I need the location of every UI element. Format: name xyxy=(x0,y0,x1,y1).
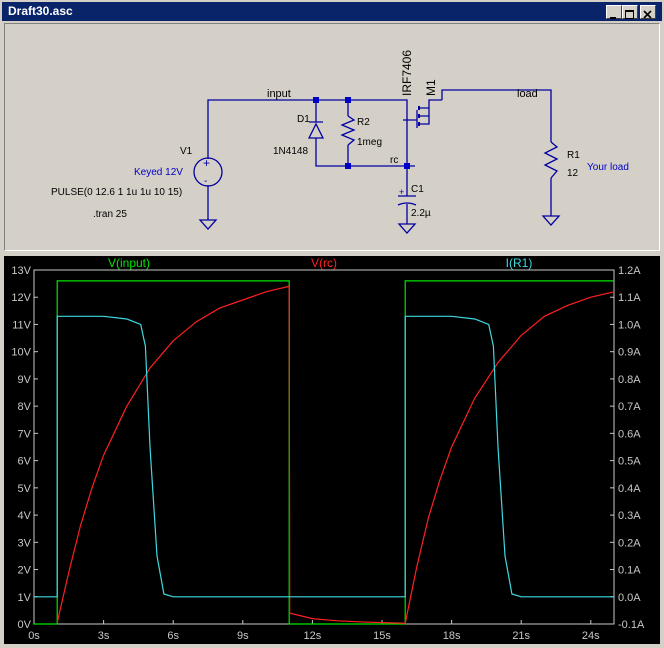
wire-input xyxy=(207,99,408,159)
trace-v-input[interactable] xyxy=(34,280,614,625)
x-tick-label: 12s xyxy=(304,630,322,642)
right-tick-label: 0.4A xyxy=(618,483,641,495)
legend-label[interactable]: I(R1) xyxy=(506,256,533,270)
plot-frame xyxy=(33,269,615,625)
right-tick-label: 0.9A xyxy=(618,347,641,359)
right-tick-label: 0.7A xyxy=(618,401,641,413)
left-axis: 0V 1V 2V 3V 4V 5V 6V 7V 8V 9V 10V 11V 12V 13V xyxy=(11,265,38,631)
capacitor-c1[interactable] xyxy=(397,195,417,206)
v1-name: V1 xyxy=(180,146,193,157)
x-tick-label: 0s xyxy=(28,630,40,642)
wire-gate xyxy=(403,110,418,128)
source-v1[interactable]: + - xyxy=(193,156,223,187)
x-tick-label: 6s xyxy=(167,630,179,642)
right-tick-label: 1.0A xyxy=(618,319,641,331)
m1-value: IRF7406 xyxy=(400,50,414,96)
left-tick-label: 11V xyxy=(12,319,31,331)
wire-d1 xyxy=(315,100,415,167)
window-title: Draft30.asc xyxy=(8,4,73,18)
resistor-r1[interactable] xyxy=(543,141,559,179)
x-tick-label: 18s xyxy=(443,630,461,642)
resistor-r2[interactable] xyxy=(340,115,356,146)
legend-label[interactable]: V(input) xyxy=(108,256,150,270)
trace-legend[interactable]: V(input) V(rc) I(R1) xyxy=(108,256,532,270)
title-bar[interactable]: Draft30.asc xyxy=(2,2,662,21)
left-tick-label: 4V xyxy=(18,510,32,522)
r2-value: 1meg xyxy=(357,137,382,148)
right-tick-label: 0.8A xyxy=(618,374,641,386)
schematic-pane[interactable]: + - + input load rc xyxy=(4,23,660,251)
right-tick-label: 0.1A xyxy=(618,565,641,577)
right-tick-label: 1.1A xyxy=(618,292,641,304)
svg-text:+: + xyxy=(203,156,210,170)
x-axis: 0s 3s 6s 9s 12s 15s 18s 21s 24s xyxy=(28,620,600,642)
minimize-button[interactable] xyxy=(606,5,622,19)
tran-directive[interactable]: .tran 25 xyxy=(93,209,127,220)
x-tick-label: 21s xyxy=(512,630,530,642)
net-label-input: input xyxy=(267,88,291,100)
close-icon xyxy=(643,10,652,19)
right-axis: -0.1A 0.0A 0.1A 0.2A 0.3A 0.4A 0.5A 0.6A 0.7A 0.8… xyxy=(610,265,645,631)
legend-label[interactable]: V(rc) xyxy=(311,256,337,270)
left-tick-label: 10V xyxy=(11,347,31,359)
left-tick-label: 7V xyxy=(18,428,32,440)
close-button[interactable] xyxy=(640,5,656,19)
left-tick-label: 13V xyxy=(11,265,31,277)
c1-polarity: + xyxy=(399,187,404,197)
ground-symbols xyxy=(198,215,561,234)
right-tick-label: -0.1A xyxy=(618,619,645,631)
left-tick-label: 9V xyxy=(18,374,32,386)
left-tick-label: 6V xyxy=(18,456,32,468)
net-label-rc: rc xyxy=(390,155,398,166)
d1-value: 1N4148 xyxy=(273,146,308,157)
wire-load xyxy=(441,89,552,216)
trace-v-rc[interactable] xyxy=(56,285,615,624)
svg-text:-: - xyxy=(204,176,207,187)
x-tick-label: 24s xyxy=(582,630,600,642)
maximize-icon xyxy=(625,10,634,19)
left-tick-label: 1V xyxy=(18,592,32,604)
traces xyxy=(34,280,615,625)
diode-d1[interactable] xyxy=(307,121,325,139)
c1-name: C1 xyxy=(411,184,424,195)
left-tick-label: 2V xyxy=(18,565,32,577)
right-tick-label: 0.3A xyxy=(618,510,641,522)
r1-label: Your load xyxy=(587,162,629,173)
x-tick-label: 3s xyxy=(98,630,110,642)
junctions xyxy=(313,97,410,169)
v1-source: PULSE(0 12.6 1 1u 1u 10 15) xyxy=(51,187,182,198)
trace-i-r1[interactable] xyxy=(34,315,614,598)
r2-name: R2 xyxy=(357,117,370,128)
v1-label: Keyed 12V xyxy=(134,167,183,178)
r1-name: R1 xyxy=(567,150,580,161)
x-tick-label: 15s xyxy=(373,630,391,642)
left-tick-label: 12V xyxy=(11,292,31,304)
d1-name: D1 xyxy=(297,114,310,125)
right-tick-label: 0.0A xyxy=(618,592,641,604)
right-tick-label: 1.2A xyxy=(618,265,641,277)
c1-value: 2.2µ xyxy=(411,208,431,219)
left-tick-label: 3V xyxy=(18,537,32,549)
right-tick-label: 0.2A xyxy=(618,537,641,549)
x-tick-label: 9s xyxy=(237,630,249,642)
net-label-load: load xyxy=(517,88,538,100)
right-tick-label: 0.5A xyxy=(618,456,641,468)
r1-value: 12 xyxy=(567,168,579,179)
left-tick-label: 5V xyxy=(18,483,32,495)
m1-name: M1 xyxy=(424,79,438,96)
right-tick-label: 0.6A xyxy=(618,428,641,440)
mosfet-body xyxy=(419,99,442,125)
minimize-icon xyxy=(610,17,616,19)
maximize-button[interactable] xyxy=(622,5,638,19)
left-tick-label: 8V xyxy=(18,401,32,413)
waveform-chart[interactable]: 0V 1V 2V 3V 4V 5V 6V 7V 8V 9V 10V 11V 12V 13V -0.1A 0.… xyxy=(4,256,660,644)
waveform-pane[interactable]: 0V 1V 2V 3V 4V 5V 6V 7V 8V 9V 10V 11V 12V 13V -0.1A 0.… xyxy=(4,256,660,644)
left-tick-label: 0V xyxy=(18,619,32,631)
schematic-canvas[interactable]: + - + input load rc xyxy=(5,24,659,250)
